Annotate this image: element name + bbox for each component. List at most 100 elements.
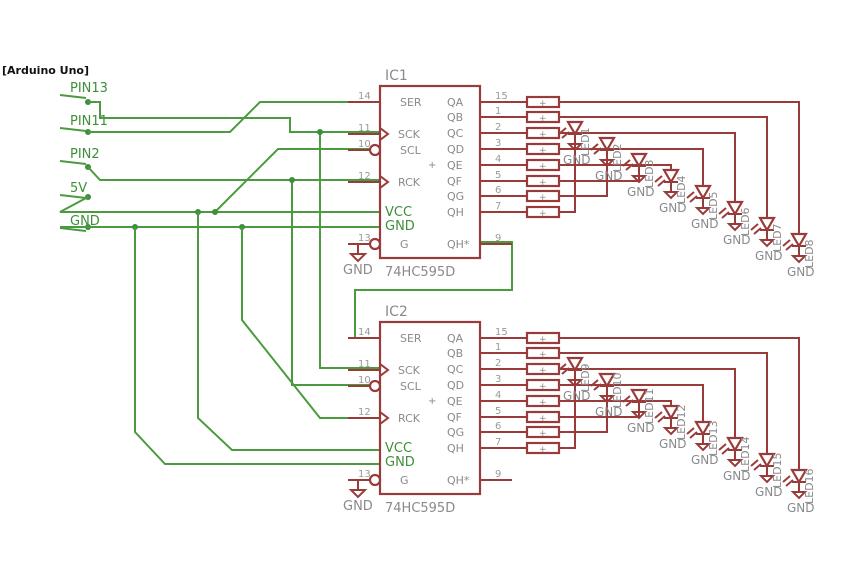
- ground-icon: [630, 175, 648, 184]
- led-emission-arrow: [750, 223, 759, 231]
- chip-right-pin-label: QE: [447, 159, 463, 172]
- ground-icon: [790, 491, 808, 500]
- led-emission-arrow: [625, 163, 634, 171]
- led-icon: [566, 356, 584, 373]
- led-feed-wire: [559, 132, 736, 202]
- pin-lead: [59, 160, 87, 165]
- arduino-pin-label: PIN2: [70, 147, 100, 162]
- chip-pin-number: 5: [495, 170, 501, 181]
- center-mark: +: [428, 160, 436, 171]
- led-emission-arrow: [753, 227, 762, 235]
- wire-net: [59, 101, 513, 465]
- ground-label: GND: [659, 201, 687, 215]
- chip-pin-number: 9: [495, 233, 501, 244]
- led-label: LED15: [771, 452, 784, 488]
- net-gnd-ic2: [134, 227, 380, 465]
- chip-right-pin-label: QF: [447, 411, 462, 424]
- led-label: LED2: [611, 143, 624, 172]
- chip-pin-number: 3: [495, 138, 501, 149]
- chip-right-pin-label: QB: [447, 347, 463, 360]
- ground-icon: [630, 411, 648, 420]
- led-feed-wire: [559, 164, 672, 170]
- ground-icon: [598, 159, 616, 168]
- chip-right-pin-label: QH*: [447, 238, 470, 251]
- ground-icon: [598, 395, 616, 404]
- led-icon: [662, 404, 680, 421]
- led-emission-arrow: [654, 411, 663, 419]
- arduino-pin-label: 5V: [70, 181, 87, 196]
- led-icon: [790, 468, 808, 485]
- led-label: LED14: [739, 436, 752, 472]
- ground-label: GND: [563, 153, 591, 167]
- clock-input-marker: [379, 363, 390, 377]
- net-pin11-ser1: [88, 101, 380, 133]
- chip-pin-number: 11: [358, 359, 371, 370]
- chip-pin-number: 15: [495, 91, 508, 102]
- led-icon: [790, 232, 808, 249]
- net-sck-bus: [319, 132, 380, 369]
- chip-right-pin-label: QB: [447, 111, 463, 124]
- ground-icon: [726, 223, 744, 232]
- led-emission-arrow: [622, 395, 631, 403]
- ground-icon: [694, 443, 712, 452]
- inverting-input-bubble: [368, 237, 382, 251]
- led-emission-arrow: [718, 207, 727, 215]
- chip-right-pin-label: QA: [447, 96, 464, 109]
- led-emission-arrow: [593, 147, 602, 155]
- ground-label: GND: [627, 421, 655, 435]
- ground-icon: [662, 427, 680, 436]
- chip-right-pin-label: QC: [447, 363, 464, 376]
- led-label: LED11: [643, 388, 656, 424]
- ground-icon: [758, 239, 776, 248]
- ground-icon: [790, 255, 808, 264]
- ground-label: GND: [787, 501, 815, 515]
- resistor-mark: +: [539, 398, 547, 408]
- led-feed-wire: [559, 337, 800, 470]
- led-emission-arrow: [558, 363, 567, 371]
- led-label: LED8: [803, 239, 816, 268]
- inverting-input-bubble: [368, 143, 382, 157]
- pin-lead: [59, 227, 87, 232]
- ground-label: GND: [691, 217, 719, 231]
- ground-icon: [726, 459, 744, 468]
- chip-pin-number: 7: [495, 437, 501, 448]
- led-feed-wire: [559, 116, 768, 218]
- chip-left-pin-label: SCL: [400, 144, 422, 157]
- chip-name: IC1: [385, 68, 408, 84]
- resistor-mark: +: [539, 335, 547, 345]
- chip-right-pin-label: QH*: [447, 474, 470, 487]
- resistor-mark: +: [539, 178, 547, 188]
- ground-label: GND: [755, 249, 783, 263]
- ground-label: GND: [723, 469, 751, 483]
- ground-label: GND: [627, 185, 655, 199]
- clock-input-marker: [379, 127, 390, 141]
- ground-label: GND: [787, 265, 815, 279]
- chip-left-pin-label: SCK: [398, 128, 421, 141]
- ground-label: GND: [343, 263, 373, 278]
- clock-input-marker: [379, 175, 390, 189]
- led-icon: [694, 420, 712, 437]
- chip-left-pin-label: SER: [400, 332, 422, 345]
- led-emission-arrow: [558, 127, 567, 135]
- chip-right-pin-label: QD: [447, 143, 464, 156]
- led-emission-arrow: [718, 443, 727, 451]
- center-mark: +: [428, 396, 436, 407]
- led-emission-arrow: [657, 415, 666, 423]
- led-label: LED1: [579, 127, 592, 156]
- led-emission-arrow: [785, 479, 794, 487]
- resistor-mark: +: [539, 414, 547, 424]
- led-icon: [598, 372, 616, 389]
- chip-pin-number: 15: [495, 327, 508, 338]
- ground-label: GND: [659, 437, 687, 451]
- chip-left-pin-label: GND: [385, 455, 415, 470]
- led-emission-arrow: [721, 447, 730, 455]
- net-5v-ic2: [197, 212, 380, 451]
- led-label: LED3: [643, 159, 656, 188]
- chip-left-pin-label: SCL: [400, 380, 422, 393]
- pin-lead: [59, 127, 87, 132]
- pin-lead: [59, 94, 87, 99]
- chip-right-pin-label: QG: [447, 190, 464, 203]
- led-emission-arrow: [657, 179, 666, 187]
